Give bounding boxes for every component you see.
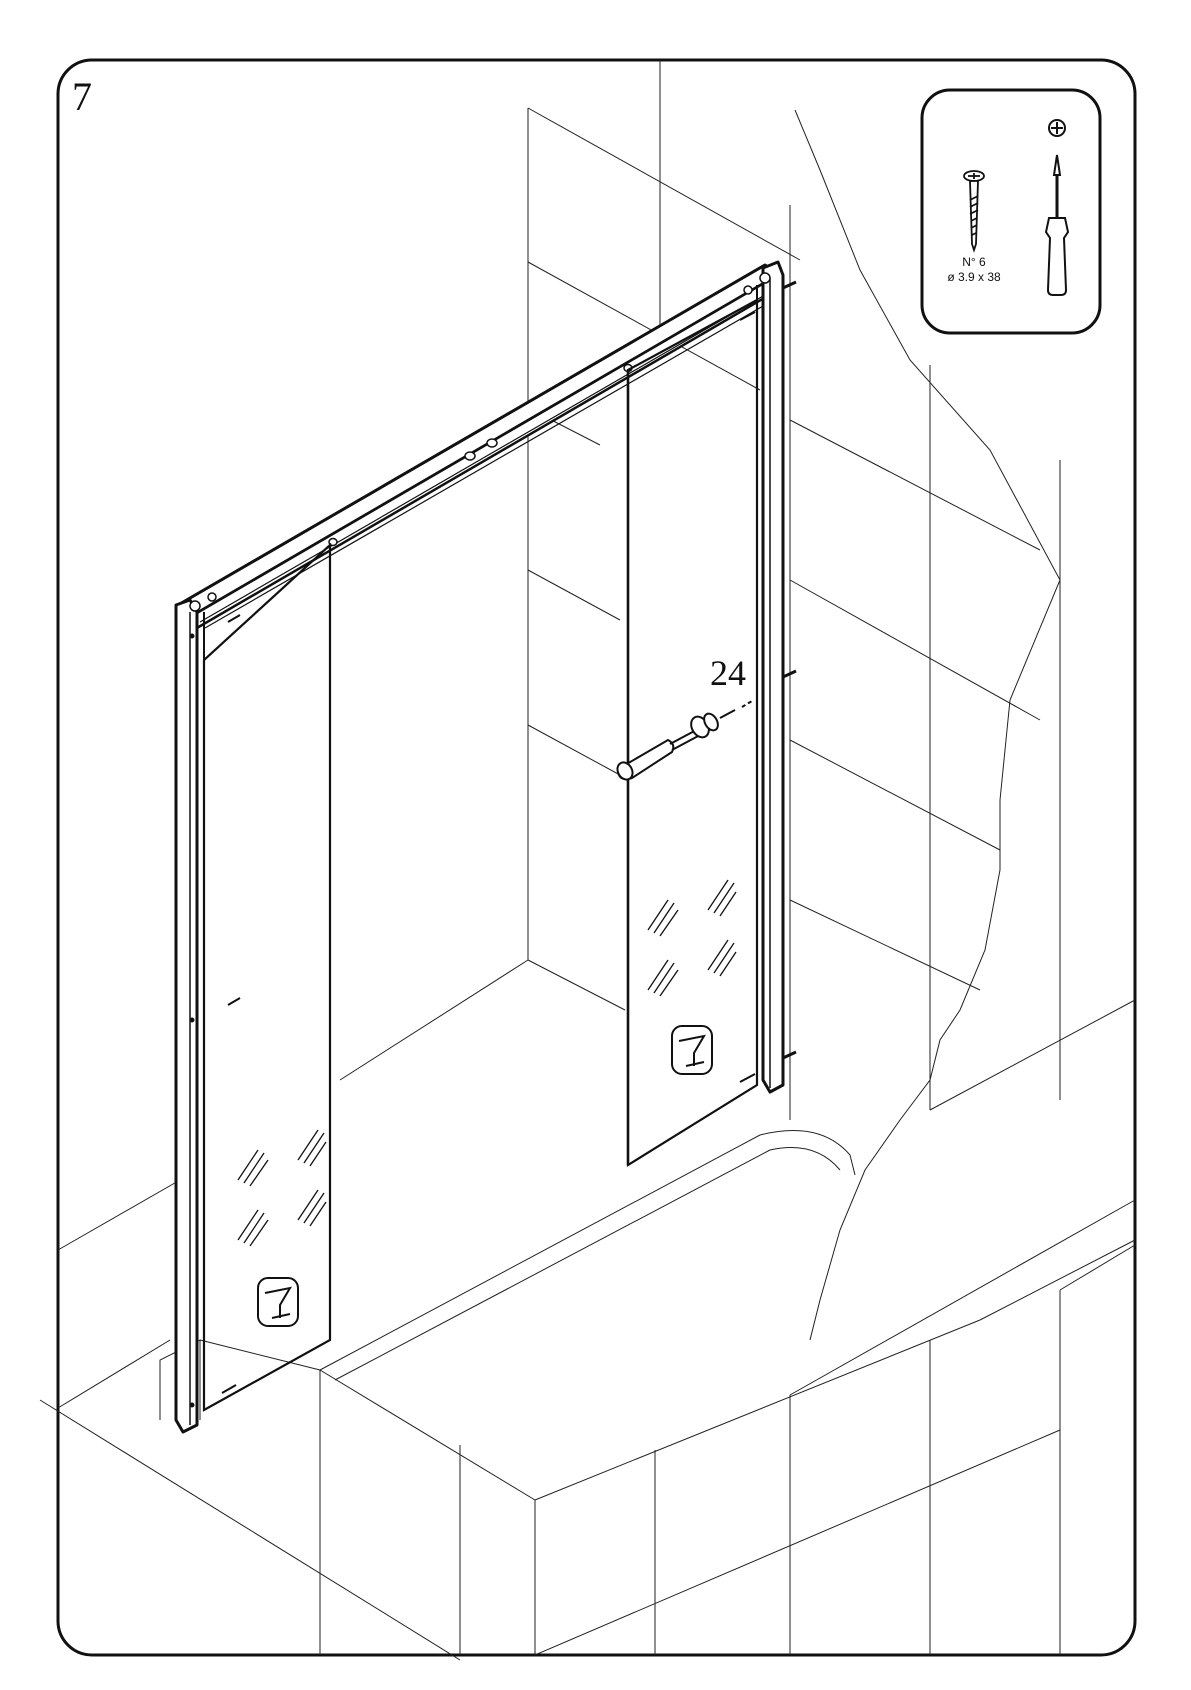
glass-logo-rear — [672, 1026, 712, 1074]
screw-spec-line1: N° 6 — [962, 255, 986, 269]
top-rail — [178, 265, 778, 617]
step-number: 7 — [72, 74, 92, 119]
left-wall-profile — [176, 600, 197, 1432]
shower-screen-frame — [176, 262, 783, 1432]
parts-box: N° 6 ø 3.9 x 38 — [922, 90, 1100, 333]
screw-spec-line2: ø 3.9 x 38 — [947, 270, 1001, 284]
glass-panels — [204, 300, 757, 1410]
glass-logo-front — [258, 1278, 298, 1326]
part-24-label: 24 — [710, 653, 746, 693]
part-24-screwdriver — [614, 701, 752, 782]
right-wall-profile — [763, 262, 783, 1092]
phillips-head-icon — [1049, 120, 1065, 136]
front-glass-panel — [204, 545, 330, 1410]
